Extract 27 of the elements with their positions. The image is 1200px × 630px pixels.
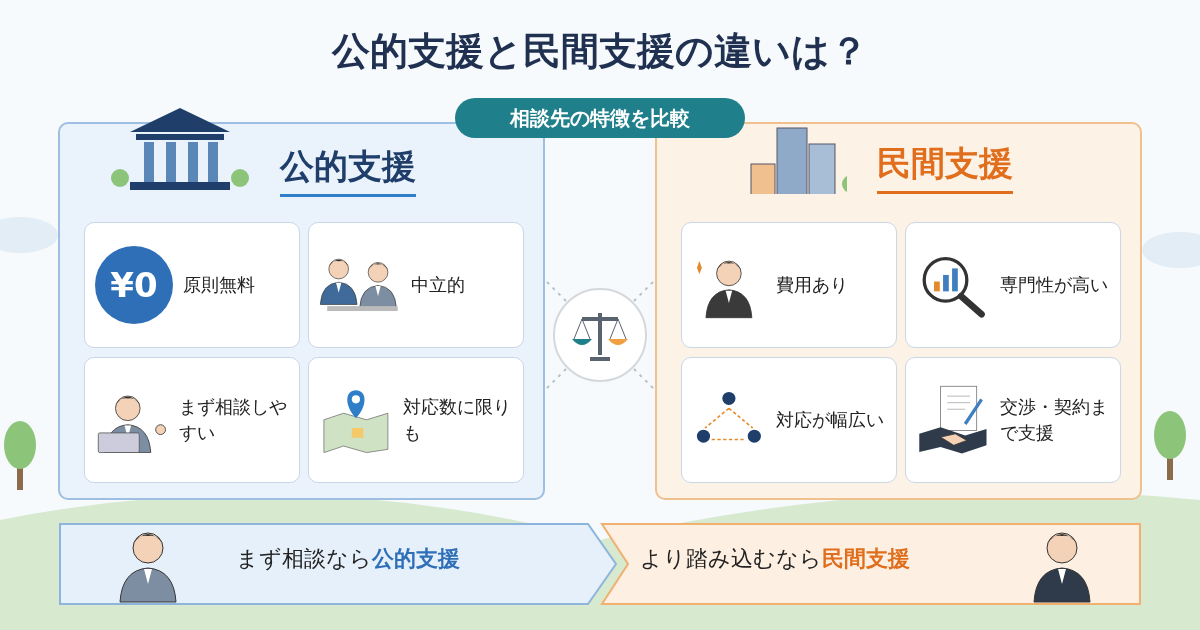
feature-text: まず相談しやすい (178, 394, 288, 445)
feature-card (308, 357, 524, 483)
feature-card (905, 357, 1121, 483)
dotted-connector (632, 279, 656, 303)
dotted-connector (544, 279, 568, 303)
feature-card (681, 222, 897, 348)
banner-text: まず相談なら公的支援 (236, 545, 460, 573)
feature-text: 費用あり (775, 272, 848, 297)
subtitle-pill: 相談先の特徴を比較 (455, 98, 745, 138)
panel-heading: 民間支援 (877, 141, 1013, 194)
feature-text: 対応が幅広い (775, 407, 884, 432)
feature-text: 対応数に限りも (402, 394, 512, 445)
dotted-connector (632, 367, 656, 391)
feature-card (308, 222, 524, 348)
banner-text: より踏み込むなら民間支援 (640, 545, 910, 573)
price-circle: ¥0 (95, 246, 173, 324)
panel-heading: 公的支援 (280, 144, 416, 197)
dotted-connector (544, 367, 568, 391)
feature-text: 原則無料 (183, 272, 255, 297)
feature-card (84, 357, 300, 483)
feature-card (681, 357, 897, 483)
feature-card (905, 222, 1121, 348)
feature-text: 中立的 (411, 272, 465, 297)
feature-text: 交渉・契約まで支援 (999, 394, 1109, 445)
page-title: 公的支援と民間支援の違いは？ (332, 29, 868, 73)
feature-text: 専門性が高い (999, 272, 1108, 297)
feature-card (84, 222, 300, 348)
